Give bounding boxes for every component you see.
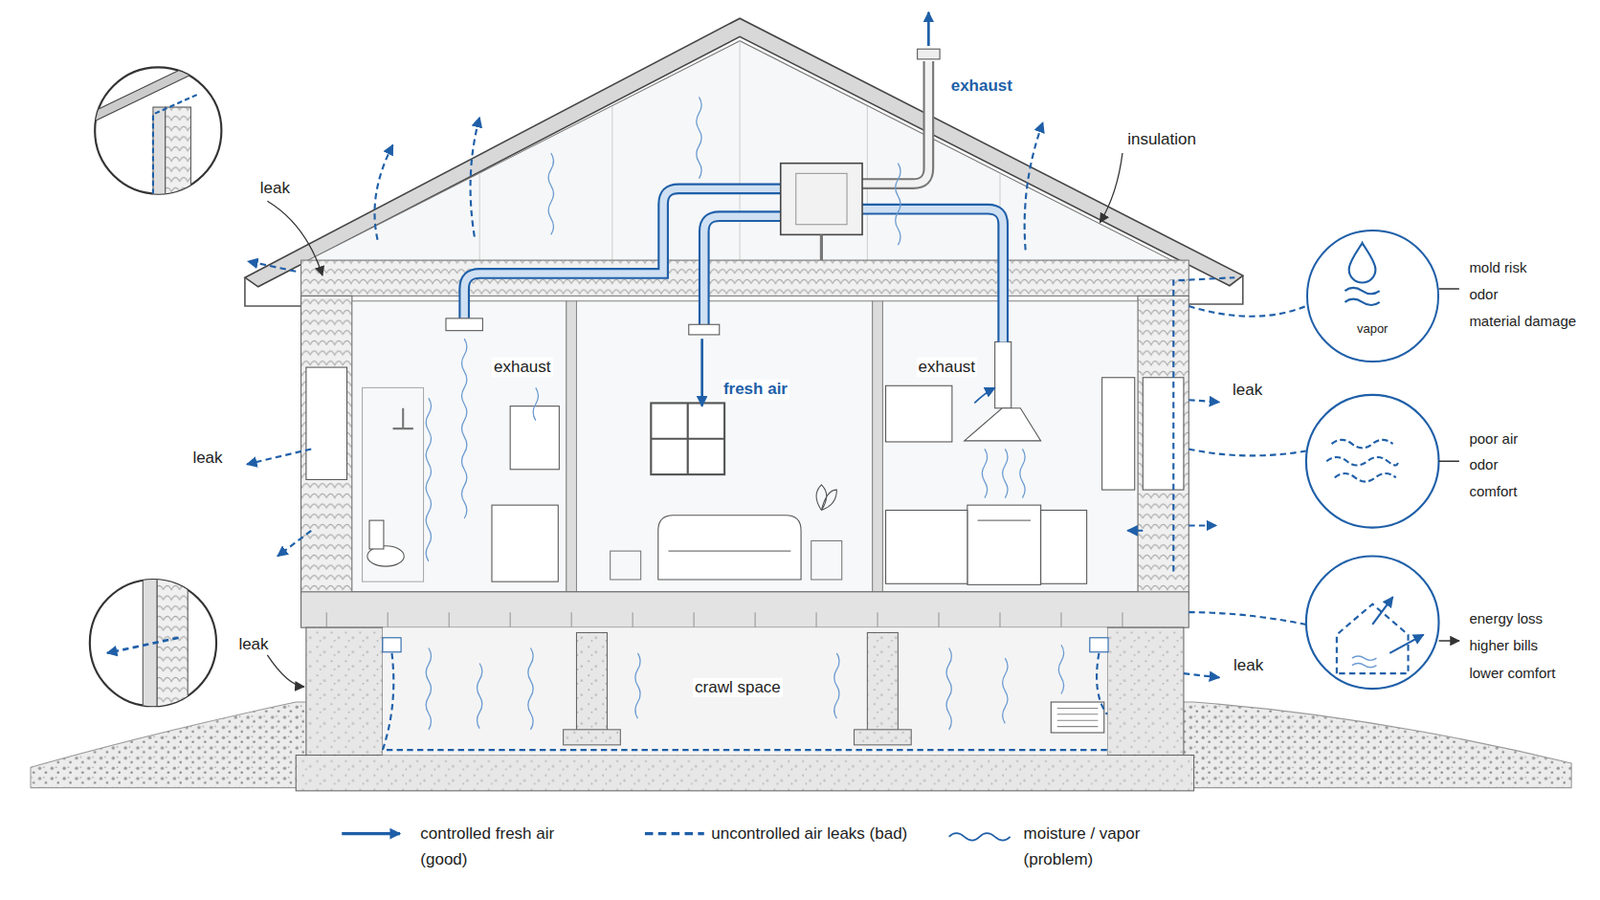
text-label: mold risk [1466,259,1529,277]
legend-text: uncontrolled air leaks (bad) [711,822,911,847]
roof [244,18,1244,307]
text-label: fresh air [721,379,790,400]
air-leak-arrows [246,117,1307,751]
text-label: leak [258,178,292,199]
living-room-fixtures [610,402,843,580]
moisture-lines [425,96,1064,730]
walls [301,295,1190,600]
text-label: lower comfort [1466,665,1557,683]
text-label: leak [190,448,224,468]
effect-circle: vapor [1306,229,1440,363]
text-label: leak [1231,656,1266,676]
text-label: leak [236,635,270,655]
ventilation-ducts [445,48,1003,342]
text-label: energy loss [1466,610,1545,628]
text-label: crawl space [692,678,783,698]
legend-text: moisture / vapor (problem) [1023,822,1203,873]
legend-text: controlled fresh air (good) [420,822,594,873]
bathroom-fixtures [362,387,560,582]
detail-circles [89,45,1123,710]
effect-circles [1306,243,1460,689]
text-label: higher bills [1466,637,1540,655]
text-label: odor [1466,286,1500,304]
text-label: exhaust [491,357,554,378]
node-text: vapor [1356,321,1389,361]
controlled-air-arrows [702,12,996,407]
text-label: exhaust [916,357,978,378]
text-label: odor [1466,456,1500,474]
insulation-band [301,260,1190,296]
text-label: exhaust [949,75,1015,95]
text-label: poor air [1466,430,1520,448]
kitchen-fixtures [886,341,1135,585]
floor-and-foundation [295,592,1194,792]
text-label: comfort [1466,483,1519,501]
text-label: leak [1230,380,1265,400]
text-label: material damage [1466,312,1578,331]
text-label: insulation [1125,130,1199,150]
